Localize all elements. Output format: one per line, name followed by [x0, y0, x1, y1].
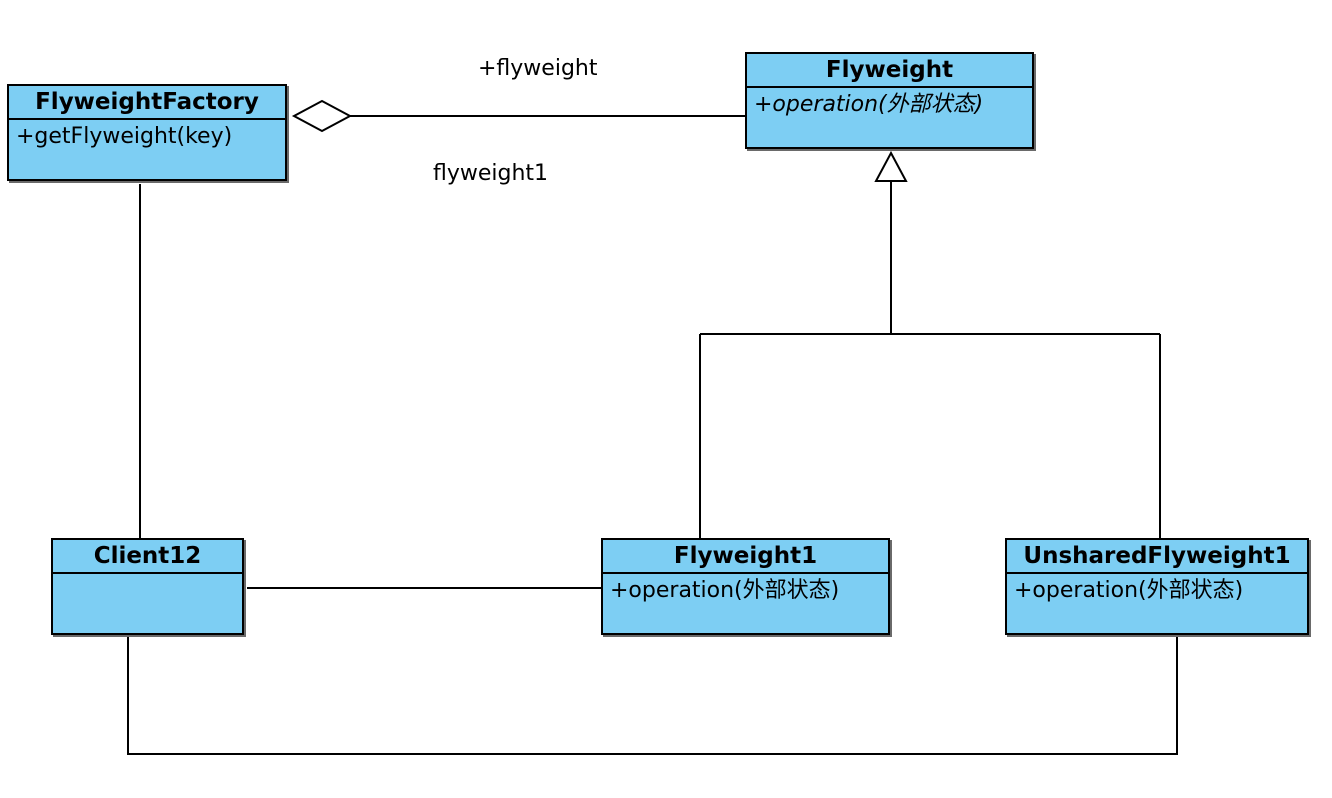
- flyweight-operation: +operation(外部状态): [754, 92, 984, 117]
- unshared-flyweight-operation: +operation(外部状态): [1014, 578, 1244, 603]
- flyweight-class[interactable]: Flyweight +operation(外部状态): [745, 52, 1034, 149]
- aggregation-role-label: +flyweight: [478, 56, 598, 81]
- flyweight-class-name: Flyweight: [747, 54, 1032, 88]
- concrete-flyweight-class-name: Flyweight1: [603, 540, 888, 574]
- flyweight-factory-class-name: FlyweightFactory: [9, 86, 285, 120]
- flyweight-factory-operation: +getFlyweight(key): [16, 124, 233, 149]
- client-operation-compartment: [53, 574, 242, 577]
- generalization-arrowhead: [874, 150, 908, 182]
- unshared-flyweight-class-name: UnsharedFlyweight1: [1007, 540, 1307, 574]
- flyweight-factory-class[interactable]: FlyweightFactory +getFlyweight(key): [7, 84, 287, 181]
- unshared-flyweight-class[interactable]: UnsharedFlyweight1 +operation(外部状态): [1005, 538, 1309, 635]
- concrete-flyweight-operation: +operation(外部状态): [610, 578, 840, 603]
- aggregation-name-label: flyweight1: [433, 161, 549, 186]
- client-class-name: Client12: [53, 540, 242, 574]
- aggregation-diamond: [291, 99, 353, 133]
- client-class[interactable]: Client12: [51, 538, 244, 635]
- client-unshared-association: [127, 636, 1178, 755]
- concrete-flyweight-class[interactable]: Flyweight1 +operation(外部状态): [601, 538, 890, 635]
